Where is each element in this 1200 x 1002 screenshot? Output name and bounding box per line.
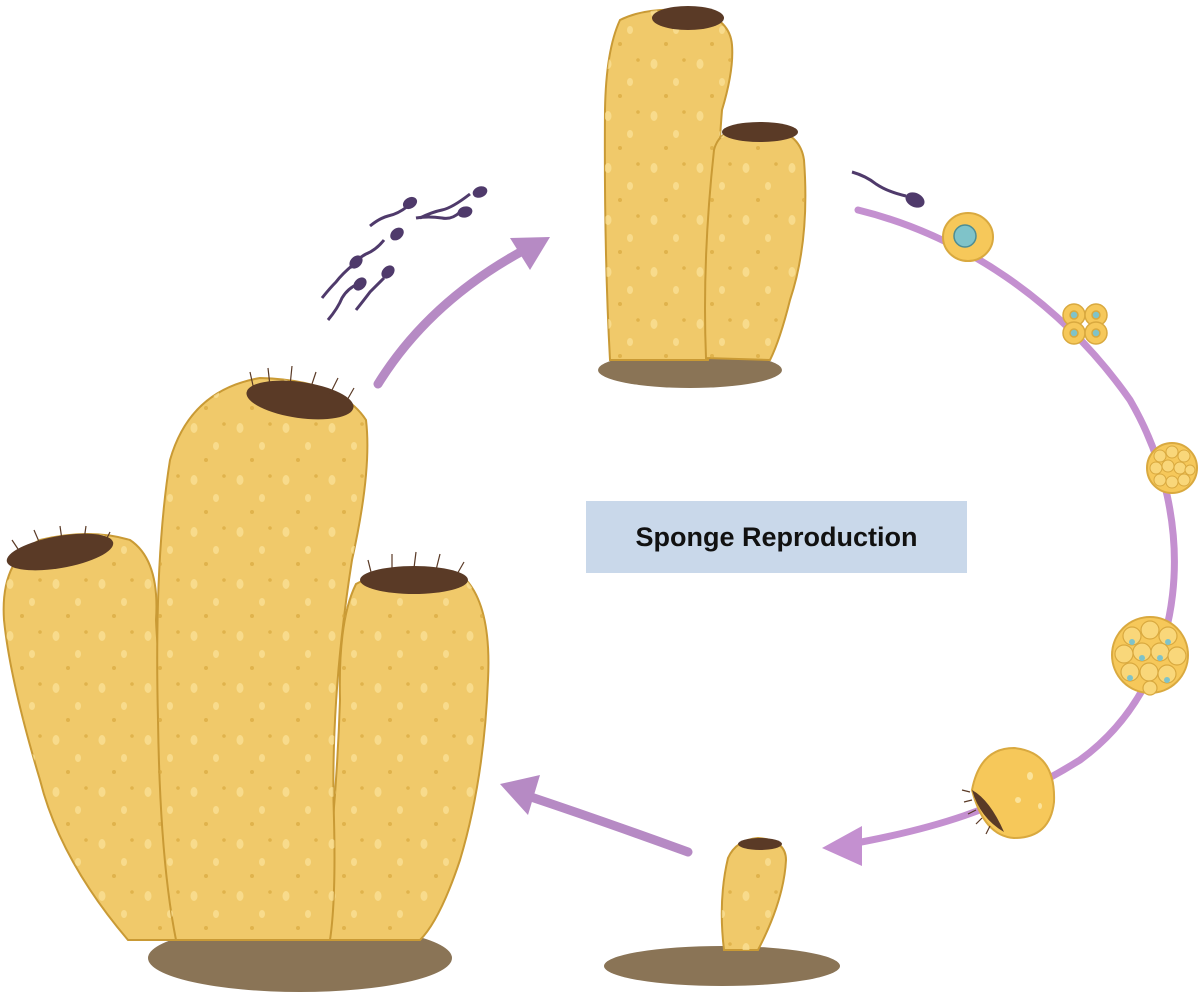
sperm-cell — [320, 255, 363, 299]
adult-sponge-pair — [598, 6, 807, 388]
arrow-to-top-sponge — [373, 243, 533, 389]
sperm-cell — [369, 196, 418, 228]
sperm-fertilizing — [851, 170, 925, 208]
sperm-cell — [354, 265, 395, 311]
zygote — [942, 212, 994, 262]
arrow-to-adult — [520, 790, 693, 857]
title-text: Sponge Reproduction — [635, 521, 918, 552]
four-cell-stage — [1062, 303, 1108, 345]
blastula — [1146, 442, 1198, 494]
adult-sponge-colony — [2, 365, 490, 992]
arrowhead-left — [500, 775, 540, 815]
arrowhead-top — [510, 237, 550, 270]
cycle-arrows — [373, 206, 1178, 866]
juvenile-sponge — [604, 836, 840, 986]
sperm-cell — [326, 277, 367, 321]
sperm-release-group — [320, 186, 488, 321]
morula — [1111, 616, 1189, 696]
arrowhead-bottom-right — [822, 826, 862, 866]
free-swimming-larva — [961, 746, 1056, 840]
sperm-cell — [415, 206, 473, 220]
soil-mound — [604, 946, 840, 986]
diagram-title: Sponge Reproduction — [586, 501, 967, 573]
sperm-cell — [419, 186, 488, 220]
